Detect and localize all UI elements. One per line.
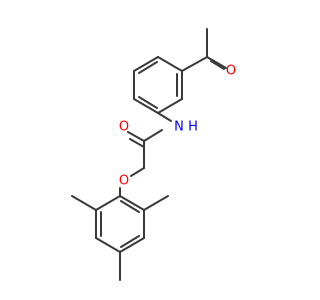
molecule-diagram: O N H O O (71, 28, 237, 281)
atom-o-acetyl: O (226, 64, 236, 79)
structure-svg: O N H O O (71, 28, 236, 281)
bond-methyl-left (71, 195, 97, 211)
bond-ring1-b (157, 98, 183, 114)
bond-carbonyl-to-o-amide-double (129, 138, 145, 148)
atom-n-amide: N (174, 120, 184, 135)
bond-ring2-a (119, 195, 145, 211)
atom-h-amide: H (188, 120, 198, 135)
bond-ring1-inner-3 (138, 61, 158, 74)
bond-ch2-to-o-ether (130, 167, 145, 177)
bond-ring2-inner-1 (120, 200, 140, 213)
bond-methyl-right (143, 195, 169, 211)
bond-ring2-inner-2 (120, 235, 140, 248)
bond-ring2-f (95, 195, 121, 211)
bond-ring1-c (133, 98, 159, 114)
bond-ring2-d (95, 237, 121, 253)
bond-carbonyl-to-o-amide (127, 131, 145, 142)
bond-ring2-c (119, 237, 145, 253)
bond-ring1-e (133, 56, 159, 72)
atom-o-amide: O (119, 120, 129, 135)
atom-o-ether: O (119, 174, 129, 189)
bond-ring1-f (157, 56, 183, 72)
bond-carbonyl-to-o-double (210, 60, 225, 70)
bond-n-to-carbonyl (143, 129, 163, 142)
bond-carbonyl-to-ring1 (181, 56, 208, 72)
bond-carbonyl-to-o-top (206, 56, 227, 69)
bond-ring1-inner-2 (138, 96, 158, 109)
bond-ring1-to-n (157, 112, 172, 122)
